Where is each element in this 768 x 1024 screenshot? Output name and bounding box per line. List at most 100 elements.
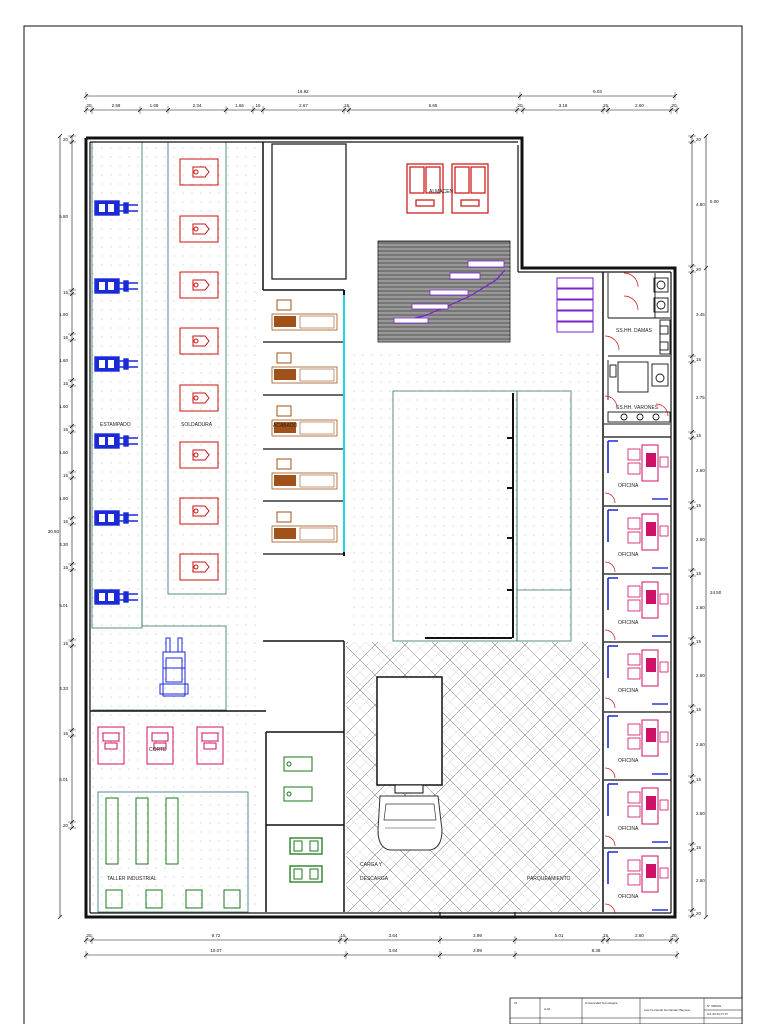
dimension-label: 2.99 <box>473 948 482 953</box>
floor-dots-center <box>346 350 600 640</box>
office-label: OFICINA <box>618 826 639 832</box>
acabado-cubicles <box>263 341 344 555</box>
workstation <box>271 405 338 437</box>
office-label: OFICINA <box>618 552 639 558</box>
dimension-label: 20 <box>696 911 702 916</box>
dimension-label: 15 <box>696 571 702 576</box>
workstation <box>271 299 338 331</box>
title-block: 01 A-01 Universidad Tecnológica Luis Fer… <box>509 997 743 1024</box>
welding-machine <box>179 497 219 525</box>
dimension-label: 15 <box>696 707 702 712</box>
offices: OFICINA OFICINA OFICINA OFICINA OFICINA OFICI… <box>604 436 671 915</box>
press-machine <box>94 278 138 294</box>
dimension-label: 1.60 <box>59 312 68 317</box>
workstation <box>271 458 338 490</box>
press-machine <box>94 589 138 605</box>
purple-lockers <box>556 277 594 333</box>
dimension-label: 2.60 <box>696 673 705 678</box>
sheet-border <box>23 25 743 1024</box>
dimension-label: 1.60 <box>59 496 68 501</box>
acabado-stations <box>271 299 338 543</box>
welding-machine <box>179 215 219 243</box>
dimension-label: 20 <box>696 137 702 142</box>
green-machines <box>283 756 323 883</box>
dimension-label: 15 <box>63 427 69 432</box>
workstation <box>271 511 338 543</box>
dimension-label: 15 <box>603 103 609 108</box>
dimension-label: 10.07 <box>210 948 222 953</box>
office-label: OFICINA <box>618 620 639 626</box>
dimension-label: 2.99 <box>473 933 482 938</box>
dimension-label: 15 <box>63 335 69 340</box>
label-carga-2: DESCARGA <box>360 876 389 882</box>
dimension-label: 2.60 <box>696 468 705 473</box>
soldadura-machines <box>179 158 219 581</box>
restroom-doors <box>604 272 669 417</box>
dimension-total-left: 30.50 <box>48 529 60 534</box>
central-divider <box>425 393 514 639</box>
dimension-label: 3.30 <box>59 542 68 547</box>
dimension-label: 20 <box>671 933 677 938</box>
dimension-label: 20 <box>63 823 69 828</box>
press-machine <box>94 356 138 372</box>
dimension-label: 2.60 <box>696 742 705 747</box>
dimension-label: 4.80 <box>696 202 705 207</box>
dimension-label: 3.33 <box>59 686 68 691</box>
dimension-label: 20 <box>517 103 523 108</box>
dimension-label: 1.68 <box>150 103 159 108</box>
dimension-label: 6.65 <box>429 103 438 108</box>
office-unit: OFICINA <box>604 779 671 847</box>
dimension-label: 15 <box>63 519 69 524</box>
title-block-cell-2: A-01 <box>544 1007 551 1011</box>
dimension-label: 16.92 <box>297 89 309 94</box>
title-block-cell-4: Luis Fernando Hernandez Bayona <box>644 1008 690 1012</box>
label-soldadura: SOLDADURA <box>181 422 213 428</box>
dimension-label: 15 <box>603 933 609 938</box>
almacen-enclosure <box>271 143 347 280</box>
label-parqueamiento: PARQUEAMIENTO <box>527 876 571 882</box>
dimension-label: 8.38 <box>592 948 601 953</box>
corte-machines <box>97 726 224 765</box>
title-block-cell-5: N° 000001 <box>707 1004 722 1008</box>
office-unit: OFICINA <box>604 711 671 779</box>
welding-machine <box>179 384 219 412</box>
label-acabado: ACABADO <box>273 423 298 429</box>
office-label: OFICINA <box>618 894 639 900</box>
label-carga-1: CARGA Y <box>360 862 383 868</box>
dimension-label: 5.01 <box>555 933 564 938</box>
dimension-label: 1.60 <box>59 450 68 455</box>
estampado-machines <box>94 200 138 605</box>
dimension-label: 9.72 <box>212 933 221 938</box>
dimension-label: 2.60 <box>696 878 705 883</box>
dimension-label: 2.60 <box>635 103 644 108</box>
dimension-label: 1.60 <box>59 358 68 363</box>
label-sshh-varones: SS.HH. VARONES <box>616 405 659 411</box>
office-label: OFICINA <box>618 483 639 489</box>
welding-machine <box>179 441 219 469</box>
taller-benches <box>105 797 241 909</box>
dimension-label: 1.66 <box>235 103 244 108</box>
dimension-label: 15 <box>63 641 69 646</box>
dimension-label: 15 <box>696 503 702 508</box>
dimension-label: 15 <box>696 639 702 644</box>
dimension-label: 15 <box>63 381 69 386</box>
office-label: OFICINA <box>618 758 639 764</box>
dimension-label: 20 <box>63 137 69 142</box>
dimension-label: 2.34 <box>193 103 202 108</box>
office-unit: OFICINA <box>604 641 671 709</box>
dimension-label: 15 <box>63 473 69 478</box>
dimension-label: 15 <box>696 433 702 438</box>
floor-dots-left <box>92 142 262 912</box>
label-almacen: ALMACEN <box>429 189 454 195</box>
dimension-label: 15 <box>255 103 261 108</box>
restrooms <box>604 273 671 425</box>
label-taller: TALLER INDUSTRIAL <box>107 876 157 882</box>
title-block-cell-6: A/1 00 54 07 PI <box>707 1012 728 1016</box>
dimension-label: 3.64 <box>389 933 398 938</box>
dimension-label: 6.03 <box>593 89 602 94</box>
dimension-label: 15 <box>696 777 702 782</box>
dimension-label: 2.60 <box>696 811 705 816</box>
press-machine <box>94 510 138 526</box>
